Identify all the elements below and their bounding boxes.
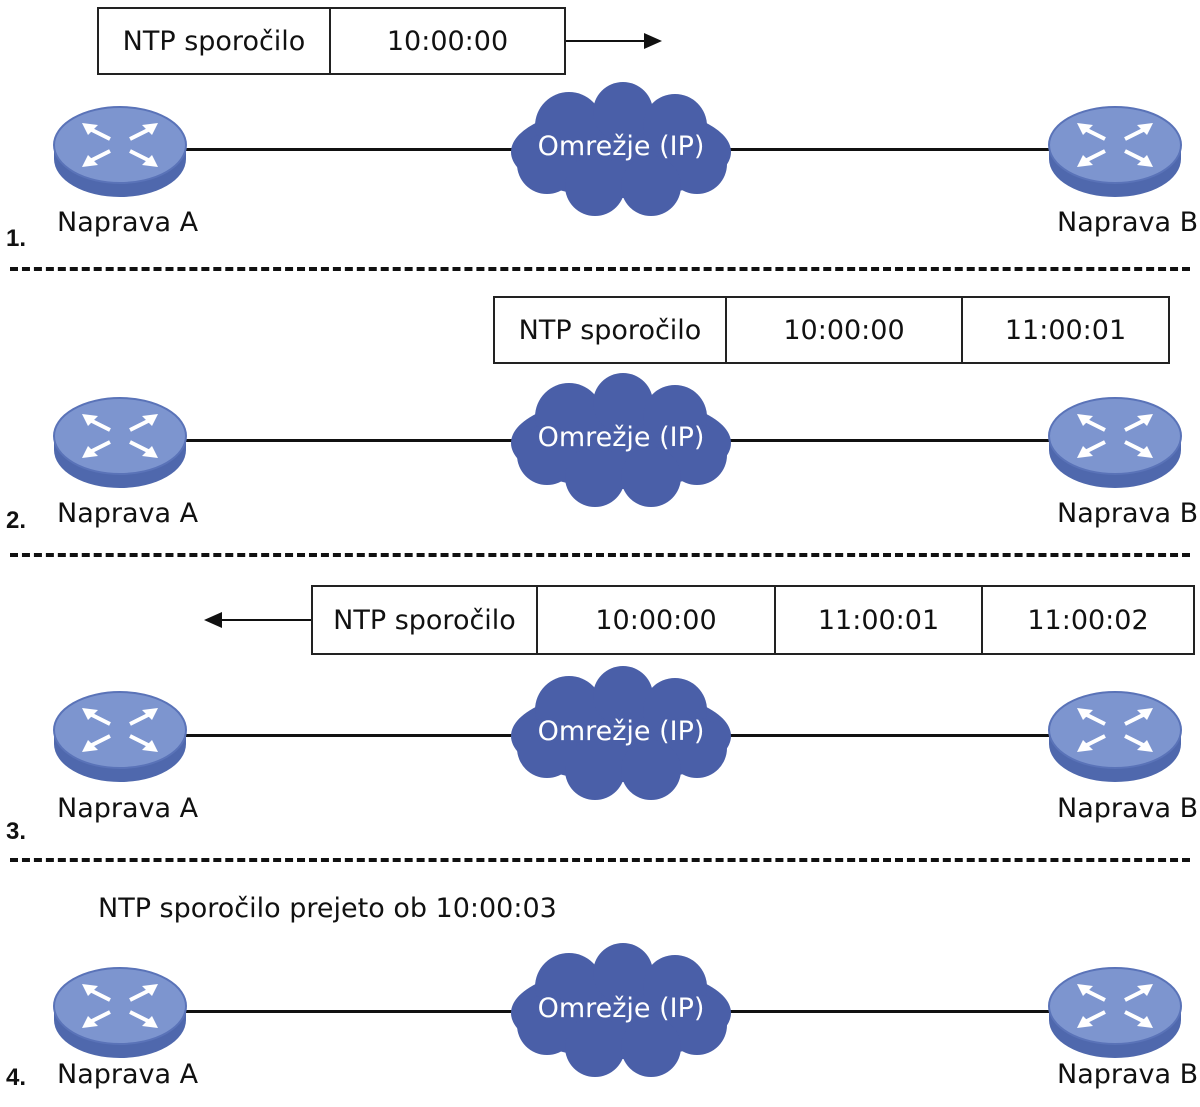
router-icon <box>53 691 187 782</box>
device-b-label: Naprava B <box>1057 793 1199 824</box>
step-number: 3. <box>6 818 27 845</box>
ntp-message-box: NTP sporočilo 10:00:00 11:00:01 11:00:02 <box>311 585 1195 655</box>
ntp-message-box: NTP sporočilo 10:00:00 <box>97 7 566 75</box>
router-icon <box>53 967 187 1058</box>
router-icon <box>1048 691 1182 782</box>
step-separator <box>10 553 1190 557</box>
arrow-left-icon <box>204 612 312 628</box>
received-note: NTP sporočilo prejeto ob 10:00:03 <box>98 893 557 924</box>
router-icon <box>1048 106 1182 197</box>
router-icon <box>1048 967 1182 1058</box>
step-separator <box>10 858 1190 862</box>
timestamp-cell: 10:00:00 <box>538 587 776 653</box>
timestamp-cell: 11:00:02 <box>1027 604 1149 636</box>
step-separator <box>10 267 1190 271</box>
cloud-label: Omrežje (IP) <box>537 422 705 453</box>
network-cloud-icon <box>511 943 731 1077</box>
network-cloud-icon <box>511 82 731 216</box>
router-icon <box>53 106 187 197</box>
network-cloud-icon <box>511 666 731 800</box>
timestamp-cell: 11:00:01 <box>1004 314 1127 346</box>
step-number: 2. <box>6 507 27 534</box>
cloud-label: Omrežje (IP) <box>537 993 705 1024</box>
timestamp-cell: 10:00:00 <box>386 25 509 57</box>
device-a-label: Naprava A <box>57 793 199 824</box>
device-b-label: Naprava B <box>1057 207 1199 238</box>
device-a-label: Naprava A <box>57 498 199 529</box>
router-icon <box>53 397 187 488</box>
message-label-cell: NTP sporočilo <box>99 9 331 73</box>
ntp-message-box: NTP sporočilo 10:00:00 11:00:01 <box>493 296 1170 364</box>
message-label-cell: NTP sporočilo <box>313 587 538 653</box>
message-label-cell: NTP sporočilo <box>495 298 727 362</box>
device-b-label: Naprava B <box>1057 498 1199 529</box>
timestamp-cell: 11:00:01 <box>776 587 983 653</box>
device-a-label: Naprava A <box>57 1059 199 1090</box>
arrow-right-icon <box>566 33 662 49</box>
network-cloud-icon <box>511 373 731 507</box>
device-a-label: Naprava A <box>57 207 199 238</box>
cloud-label: Omrežje (IP) <box>537 716 705 747</box>
device-b-label: Naprava B <box>1057 1059 1199 1090</box>
cloud-label: Omrežje (IP) <box>537 131 705 162</box>
step-number: 4. <box>6 1064 27 1091</box>
router-icon <box>1048 397 1182 488</box>
timestamp-cell: 10:00:00 <box>727 298 963 362</box>
step-number: 1. <box>6 225 27 252</box>
